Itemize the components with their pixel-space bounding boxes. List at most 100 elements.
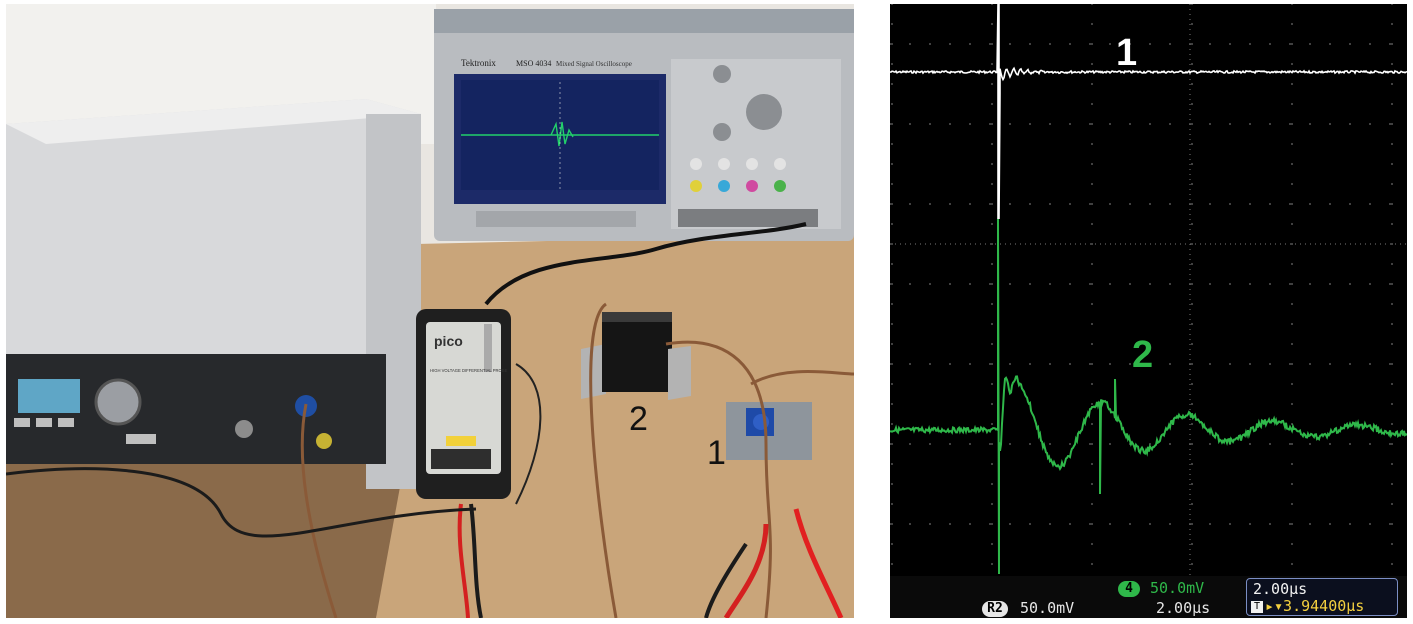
grid-dot: [991, 343, 993, 345]
grid-dot: [991, 243, 993, 245]
grid-dot: [1191, 163, 1193, 165]
grid-dot: [909, 523, 911, 525]
scope-graticule: [890, 4, 1407, 576]
grid-dot: [1291, 223, 1293, 225]
grid-dot: [1291, 23, 1293, 25]
grid-dot: [909, 443, 911, 445]
grid-dot: [1391, 4, 1393, 5]
grid-dot: [1009, 283, 1011, 285]
grid-dot: [1109, 43, 1111, 45]
grid-dot: [891, 143, 893, 145]
grid-dot: [991, 263, 993, 265]
grid-dot: [1391, 263, 1393, 265]
grid-dot: [1289, 443, 1291, 445]
grid-dot: [1289, 523, 1291, 525]
grid-dot: [1391, 323, 1393, 325]
grid-dot: [1091, 303, 1093, 305]
oscilloscope: [434, 9, 854, 241]
trigger-icon: T: [1251, 600, 1263, 613]
grid-dot: [1069, 363, 1071, 365]
grid-dot: [1209, 443, 1211, 445]
grid-dot: [1169, 283, 1171, 285]
grid-dot: [1349, 523, 1351, 525]
grid-dot: [1329, 203, 1331, 205]
grid-dot: [1291, 343, 1293, 345]
grid-dot: [991, 503, 993, 505]
grid-dot: [1309, 203, 1311, 205]
grid-dot: [989, 363, 991, 365]
grid-dot: [991, 63, 993, 65]
timebase-trigger-box[interactable]: 2.00µs T▸▾3.94400µs: [1246, 578, 1398, 616]
grid-dot: [1249, 283, 1251, 285]
grid-dot: [1009, 363, 1011, 365]
grid-dot: [969, 523, 971, 525]
grid-dot: [1209, 123, 1211, 125]
grid-dot: [1291, 523, 1293, 525]
grid-dot: [1269, 43, 1271, 45]
grid-dot: [1391, 283, 1393, 285]
grid-dot: [991, 303, 993, 305]
grid-dot: [1329, 123, 1331, 125]
grid-dot: [1229, 363, 1231, 365]
grid-dot: [1229, 283, 1231, 285]
grid-dot: [1391, 243, 1393, 245]
grid-dot: [1029, 123, 1031, 125]
grid-dot: [1291, 443, 1293, 445]
grid-dot: [1391, 363, 1393, 365]
grid-dot: [1209, 523, 1211, 525]
grid-dot: [1329, 523, 1331, 525]
grid-dot: [1091, 403, 1093, 405]
grid-dot: [890, 523, 891, 525]
grid-dot: [1269, 203, 1271, 205]
grid-dot: [1009, 523, 1011, 525]
grid-dot: [891, 443, 893, 445]
grid-dot: [1191, 403, 1193, 405]
grid-dot: [1091, 563, 1093, 565]
grid-dot: [1291, 43, 1293, 45]
grid-dot: [991, 4, 993, 5]
setup-photo: Tektronix MSO 4034 Mixed Signal Oscillos…: [6, 4, 854, 618]
grid-dot: [891, 83, 893, 85]
grid-dot: [1091, 203, 1093, 205]
grid-dot: [1329, 443, 1331, 445]
probe-caption: HIGH VOLTAGE DIFFERENTIAL PROBE: [430, 368, 508, 373]
grid-dot: [891, 243, 893, 245]
grid-dot: [1009, 203, 1011, 205]
grid-dot: [1191, 363, 1193, 365]
grid-dot: [1091, 4, 1093, 5]
grid-dot: [1009, 123, 1011, 125]
grid-dot: [1369, 123, 1371, 125]
scope-caption: Mixed Signal Oscilloscope: [556, 60, 632, 68]
grid-dot: [1091, 143, 1093, 145]
grid-dot: [891, 223, 893, 225]
ref-2-time: 2.00µs: [1156, 599, 1211, 617]
grid-dot: [1169, 523, 1171, 525]
grid-dot: [1291, 303, 1293, 305]
grid-dot: [1149, 283, 1151, 285]
grid-dot: [1291, 123, 1293, 125]
grid-dot: [989, 203, 991, 205]
grid-dot: [1191, 383, 1193, 385]
grid-dot: [1269, 523, 1271, 525]
grid-dot: [1149, 363, 1151, 365]
grid-dot: [1229, 203, 1231, 205]
grid-dot: [891, 283, 893, 285]
grid-dot: [991, 363, 993, 365]
grid-dot: [1169, 43, 1171, 45]
grid-dot: [1229, 123, 1231, 125]
grid-dot: [1291, 423, 1293, 425]
grid-dot: [1249, 363, 1251, 365]
grid-dot: [1391, 543, 1393, 545]
grid-dot: [1291, 83, 1293, 85]
grid-dot: [1049, 123, 1051, 125]
grid-dot: [1091, 263, 1093, 265]
grid-dot: [991, 123, 993, 125]
grid-dot: [1091, 243, 1093, 245]
ref-2-badge: R2: [982, 600, 1008, 617]
grid-dot: [890, 363, 891, 365]
grid-dot: [929, 43, 931, 45]
grid-dot: [991, 383, 993, 385]
